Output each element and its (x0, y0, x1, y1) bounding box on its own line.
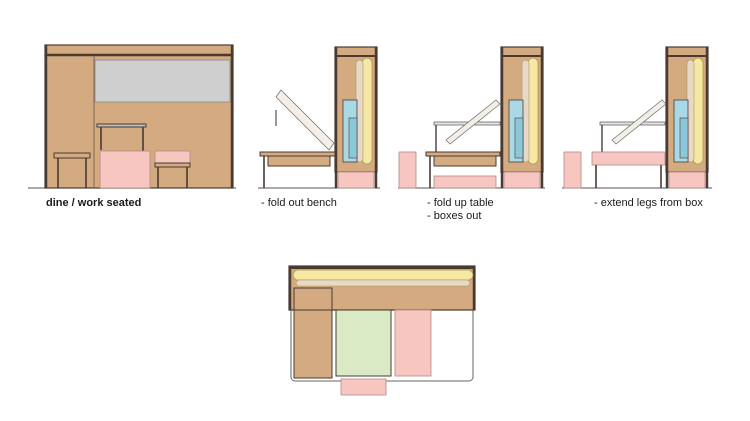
pink-box-out (563, 151, 582, 189)
caption-fold-up-table: - fold up table (427, 197, 494, 209)
bench-top (259, 151, 336, 157)
mattress-plan (292, 269, 474, 281)
table-support-arm (445, 99, 501, 145)
bench-body (267, 155, 331, 167)
pink-box-plan (394, 309, 432, 377)
pink-box (99, 150, 151, 189)
section-fold-out-bench (258, 46, 380, 189)
pink-box (337, 171, 375, 189)
bench-top (425, 151, 501, 157)
bench-lid-open (275, 89, 335, 151)
elevation-seated (28, 44, 236, 189)
folded-panel (679, 117, 689, 159)
cabinet-top-frame (289, 266, 475, 269)
section-fold-up-table (398, 46, 545, 189)
bench-body (433, 155, 497, 167)
pink-box-out (433, 175, 497, 189)
bench-cushion (154, 150, 191, 164)
mattress-roll (527, 57, 539, 165)
section-extend-legs (562, 46, 712, 189)
pink-box (503, 171, 541, 189)
caption-boxes-out: - boxes out (427, 210, 482, 222)
table-support-arm (611, 99, 667, 145)
mattress-roll (692, 57, 704, 165)
side-table-top (53, 152, 91, 159)
folded-panel (348, 117, 358, 159)
caption-extend-legs: - extend legs from box (594, 197, 703, 209)
window-panel (94, 59, 231, 103)
pink-box (668, 171, 706, 189)
pink-box-on-legs (591, 151, 666, 166)
table-plan (335, 309, 392, 377)
caption-seated: dine / work seated (46, 197, 142, 209)
side-table-plan (293, 287, 333, 311)
mattress-roll (361, 57, 373, 165)
mattress-plan (295, 279, 471, 287)
top-shelf (44, 44, 234, 56)
table-top (96, 123, 147, 128)
bench-plan (293, 309, 333, 379)
pink-box-plan-out (340, 378, 387, 396)
plan-view (288, 265, 476, 396)
bench-seat (154, 162, 191, 168)
caption-fold-out-bench: - fold out bench (261, 197, 337, 209)
folded-panel (514, 117, 524, 159)
pink-box-out (398, 151, 417, 189)
